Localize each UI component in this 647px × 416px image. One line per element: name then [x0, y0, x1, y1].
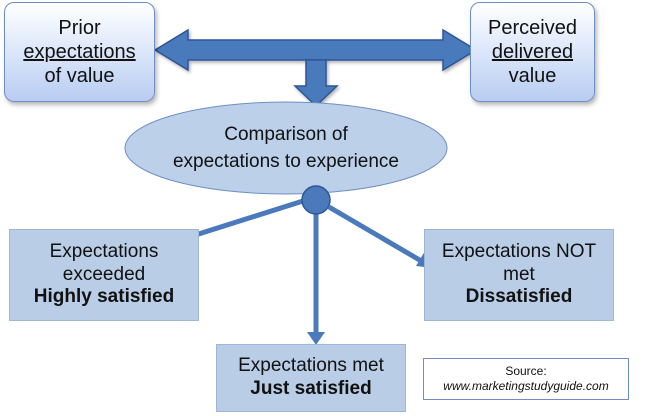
- prior-line-1: Prior: [58, 17, 101, 39]
- prior-expectations-box: Prior expectations of value: [4, 2, 155, 102]
- comparison-line-2: expectations to experience: [173, 151, 399, 172]
- comparison-line-1: Comparison of: [224, 124, 348, 145]
- not-met-line-3: Dissatisfied: [465, 286, 573, 308]
- expectations-not-met-box: Expectations NOT met Dissatisfied: [424, 229, 614, 321]
- branch-arrows: [176, 198, 433, 345]
- arrow-head-met: [307, 332, 325, 345]
- perceived-value-box: Perceived delivered value: [470, 2, 595, 102]
- expectations-met-box: Expectations met Just satisfied: [216, 344, 406, 412]
- comparison-ellipse: [124, 101, 448, 195]
- exceeded-line-3: Highly satisfied: [33, 286, 175, 308]
- not-met-line-1: Expectations NOT: [441, 240, 597, 262]
- perceived-line-3: value: [508, 65, 557, 87]
- down-arrow-to-comparison: [293, 59, 339, 108]
- prior-line-2: expectations: [23, 41, 136, 63]
- prior-line-3: of value: [44, 65, 115, 87]
- not-met-line-2: met: [503, 263, 535, 285]
- arrow-to-exceeded: [185, 198, 304, 241]
- met-line-2: Just satisfied: [250, 378, 372, 399]
- expectations-exceeded-box: Expectations exceeded Highly satisfied: [9, 229, 199, 321]
- exceeded-line-2: exceeded: [62, 263, 146, 285]
- met-line-1: Expectations met: [238, 355, 384, 377]
- arrow-to-not-met: [327, 204, 425, 265]
- source-box: Source: www.marketingstudyguide.com: [423, 358, 629, 400]
- exceeded-line-1: Expectations: [49, 240, 159, 262]
- source-label: Source:: [505, 364, 547, 378]
- junction-node: [301, 185, 331, 215]
- perceived-line-2: delivered: [491, 41, 574, 63]
- perceived-line-1: Perceived: [488, 17, 577, 39]
- source-url: www.marketingstudyguide.com: [443, 379, 609, 393]
